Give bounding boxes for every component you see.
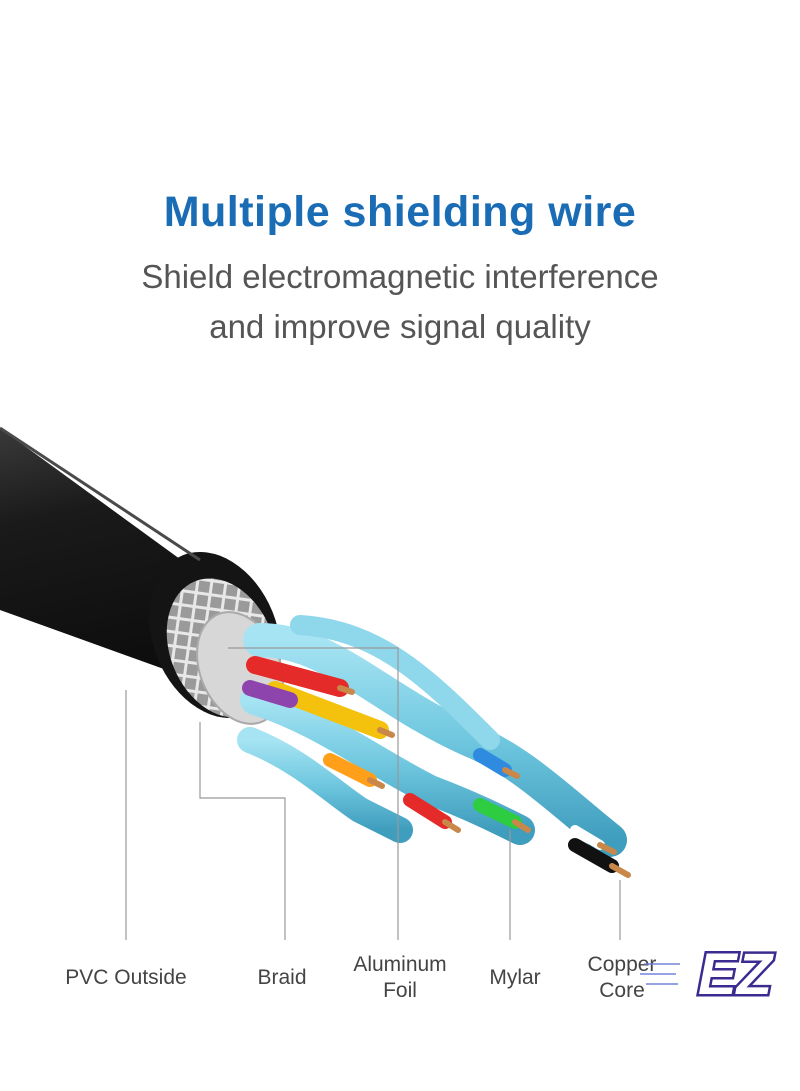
subtitle-line-2: and improve signal quality bbox=[209, 308, 591, 345]
logo-text: EZ bbox=[698, 942, 775, 1007]
page-title: Multiple shielding wire bbox=[163, 188, 637, 236]
label-copper-core: Copper Core bbox=[587, 953, 657, 1002]
callout-lines bbox=[125, 647, 621, 940]
colored-wires bbox=[242, 656, 619, 873]
label-mylar: Mylar bbox=[489, 966, 541, 989]
subtitle-line-1: Shield electromagnetic interference bbox=[141, 258, 659, 295]
label-aluminum-foil: Aluminum Foil bbox=[353, 953, 447, 1002]
copper-cores bbox=[337, 685, 631, 878]
label-braid: Braid bbox=[257, 966, 307, 989]
label-pvc-outside: PVC Outside bbox=[65, 966, 187, 989]
ez-logo: EZ bbox=[640, 940, 777, 1010]
